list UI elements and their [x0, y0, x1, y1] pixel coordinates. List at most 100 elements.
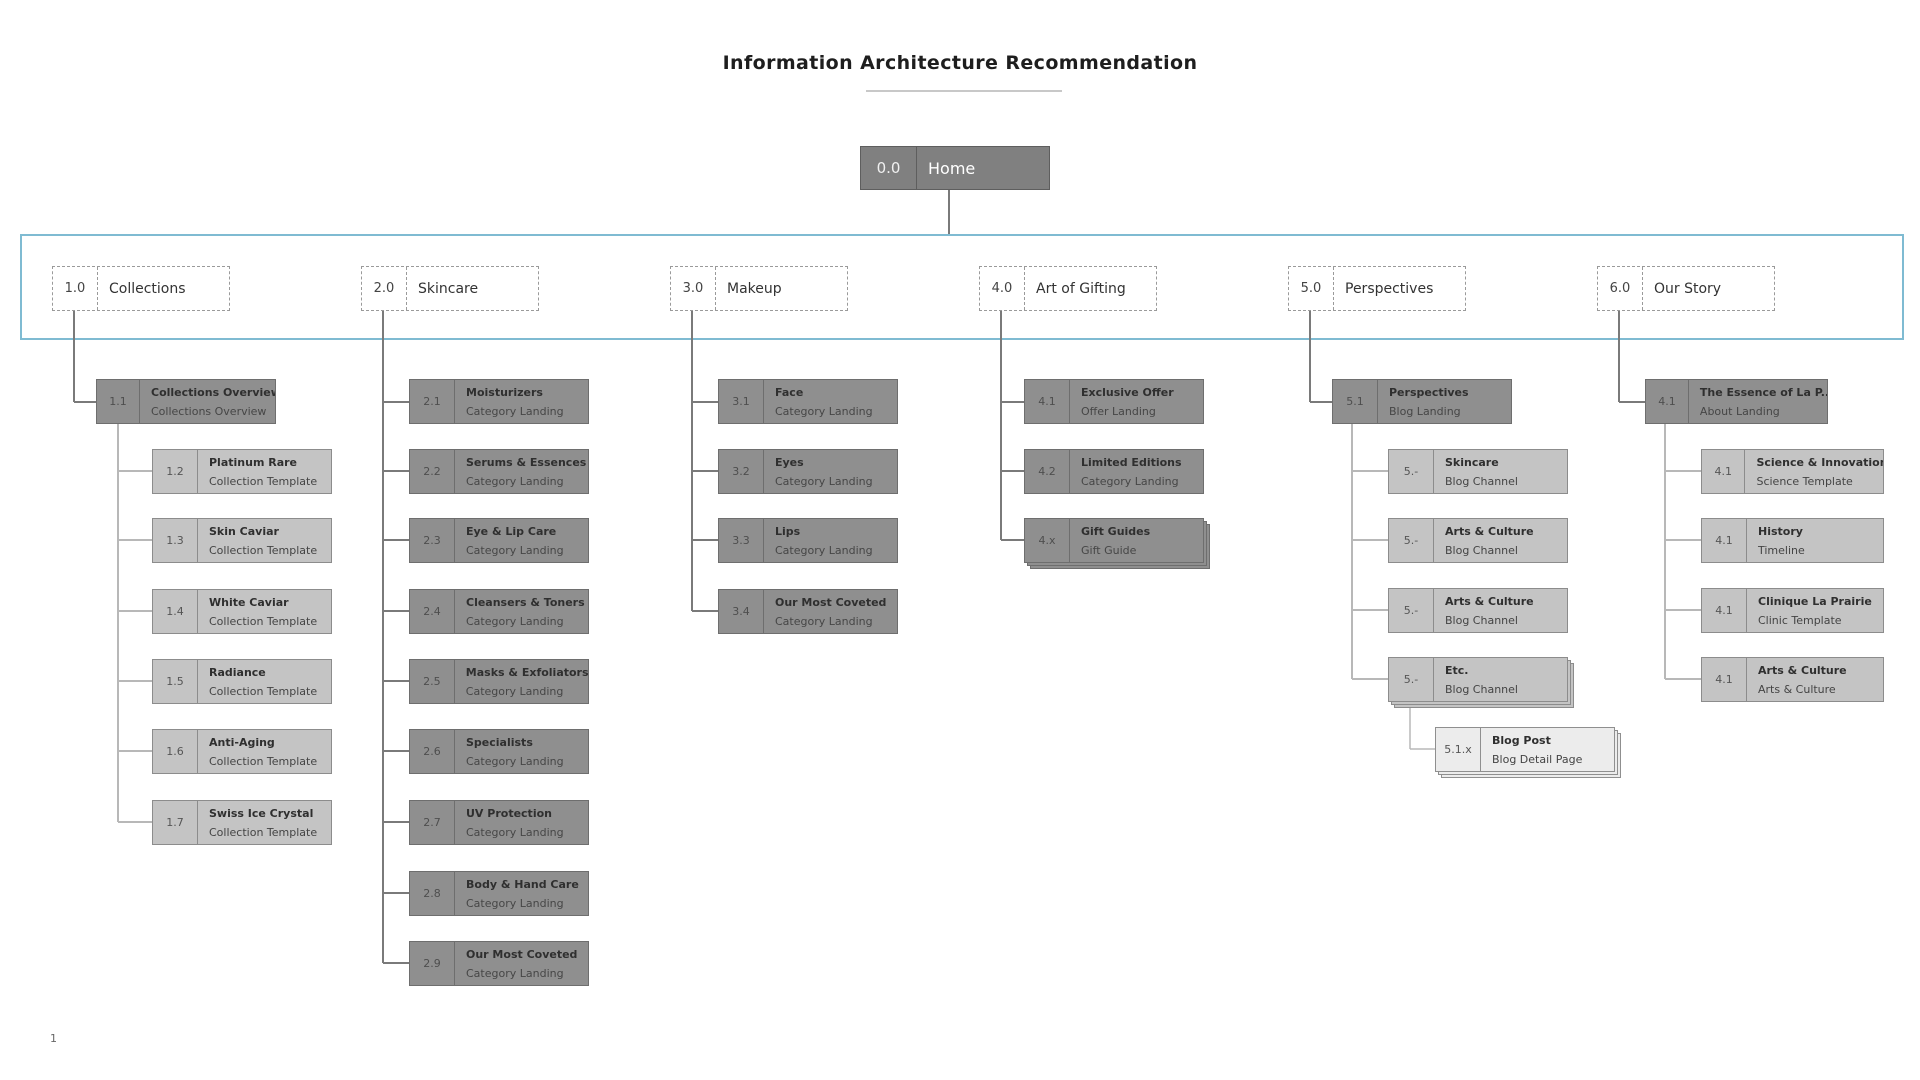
node-title: Lips: [775, 524, 801, 538]
page-node[interactable]: 4.1 The Essence of La P...About Landing: [1645, 379, 1828, 424]
node-number: 6.0: [1598, 267, 1643, 310]
node-number: 4.1: [1702, 450, 1746, 493]
node-title: History: [1758, 524, 1803, 538]
node-title: Platinum Rare: [209, 455, 298, 469]
node-template: Offer Landing: [1081, 404, 1156, 418]
section-makeup[interactable]: 3.0 Makeup: [670, 266, 848, 311]
node-number: 5.1: [1333, 380, 1378, 423]
node-number: 4.x: [1025, 519, 1070, 562]
home-node[interactable]: 0.0 Home: [860, 146, 1050, 190]
node-number: 1.4: [153, 590, 198, 633]
node-label: Collections: [109, 280, 186, 297]
node-template: Collection Template: [209, 684, 318, 698]
node-template: Blog Channel: [1445, 543, 1518, 557]
node-title: Moisturizers: [466, 385, 543, 399]
level-1-highlight-frame: [20, 234, 1904, 340]
section-skincare[interactable]: 2.0 Skincare: [361, 266, 539, 311]
node-number: 4.0: [980, 267, 1025, 310]
node-number: 2.1: [410, 380, 455, 423]
node-title: UV Protection: [466, 806, 552, 820]
node-number: 3.1: [719, 380, 764, 423]
node-title: Etc.: [1445, 663, 1469, 677]
node-number: 4.1: [1702, 658, 1747, 701]
node-number: 5.-: [1389, 589, 1434, 632]
node-number: 2.3: [410, 519, 455, 562]
node-title: Exclusive Offer: [1081, 385, 1174, 399]
node-title: Perspectives: [1389, 385, 1469, 399]
node-title: Swiss Ice Crystal: [209, 806, 314, 820]
node-template: Category Landing: [466, 896, 564, 910]
section-perspectives[interactable]: 5.0 Perspectives: [1288, 266, 1466, 311]
node-title: Arts & Culture: [1445, 524, 1534, 538]
node-template: Arts & Culture: [1758, 682, 1836, 696]
page-node-stack[interactable]: 5.- Etc.Blog Channel: [1388, 657, 1568, 702]
node-number: 4.2: [1025, 450, 1070, 493]
node-title: Anti-Aging: [209, 735, 275, 749]
node-template: Category Landing: [466, 474, 564, 488]
node-template: Category Landing: [1081, 474, 1179, 488]
node-number: 4.1: [1702, 519, 1747, 562]
node-title: Eye & Lip Care: [466, 524, 557, 538]
node-title: Body & Hand Care: [466, 877, 579, 891]
node-number: 2.9: [410, 942, 455, 985]
node-title: Skincare: [1445, 455, 1499, 469]
node-number: 1.6: [153, 730, 198, 773]
node-title: Arts & Culture: [1445, 594, 1534, 608]
node-template: Timeline: [1758, 543, 1805, 557]
node-template: Blog Detail Page: [1492, 752, 1583, 766]
node-template: About Landing: [1699, 404, 1780, 418]
node-title: Clinique La Prairie: [1758, 594, 1872, 608]
page-title: Information Architecture Recommendation: [722, 52, 1198, 74]
title-underline: [866, 90, 1062, 92]
section-collections[interactable]: 1.0 Collections: [52, 266, 230, 311]
node-label: Perspectives: [1345, 280, 1434, 297]
node-title: Serums & Essences: [466, 455, 587, 469]
node-label: Makeup: [727, 280, 782, 297]
node-number: 5.-: [1389, 450, 1434, 493]
node-template: Category Landing: [466, 825, 564, 839]
node-template: Category Landing: [466, 543, 564, 557]
section-our-story[interactable]: 6.0 Our Story: [1597, 266, 1775, 311]
node-template: Category Landing: [466, 404, 564, 418]
node-number: 2.8: [410, 872, 455, 915]
section-art-of-gifting[interactable]: 4.0 Art of Gifting: [979, 266, 1157, 311]
node-template: Category Landing: [775, 404, 873, 418]
node-title: Eyes: [775, 455, 804, 469]
node-number: 1.2: [153, 450, 198, 493]
node-title: The Essence of La P...: [1699, 385, 1827, 399]
node-number: 2.2: [410, 450, 455, 493]
